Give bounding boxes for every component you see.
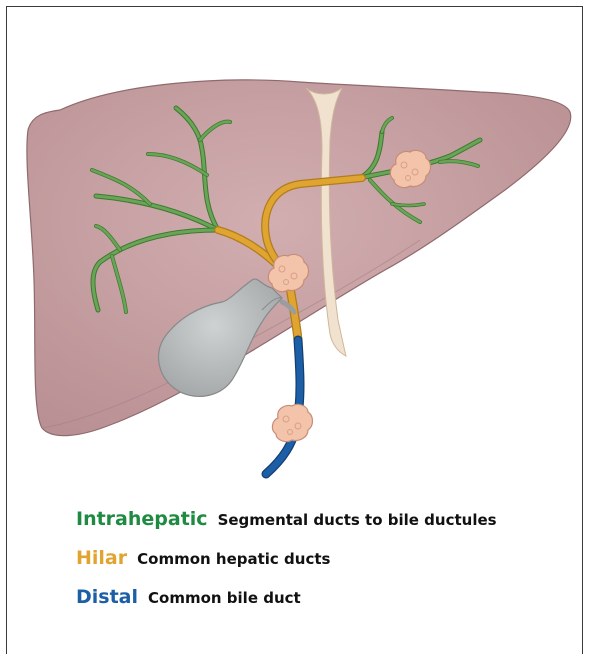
legend-row-intrahepatic: Intrahepatic Segmental ducts to bile duc…	[76, 508, 497, 536]
legend-desc-distal: Common bile duct	[148, 589, 301, 607]
legend-term-distal: Distal	[76, 586, 138, 608]
legend: Intrahepatic Segmental ducts to bile duc…	[76, 508, 497, 625]
legend-desc-intrahepatic: Segmental ducts to bile ductules	[218, 511, 497, 529]
legend-row-distal: Distal Common bile duct	[76, 586, 497, 614]
legend-desc-hilar: Common hepatic ducts	[137, 550, 330, 568]
liver-illustration	[0, 0, 589, 480]
legend-term-intrahepatic: Intrahepatic	[76, 508, 208, 530]
legend-row-hilar: Hilar Common hepatic ducts	[76, 547, 497, 575]
legend-term-hilar: Hilar	[76, 547, 127, 569]
tumor-nodule	[272, 404, 312, 441]
